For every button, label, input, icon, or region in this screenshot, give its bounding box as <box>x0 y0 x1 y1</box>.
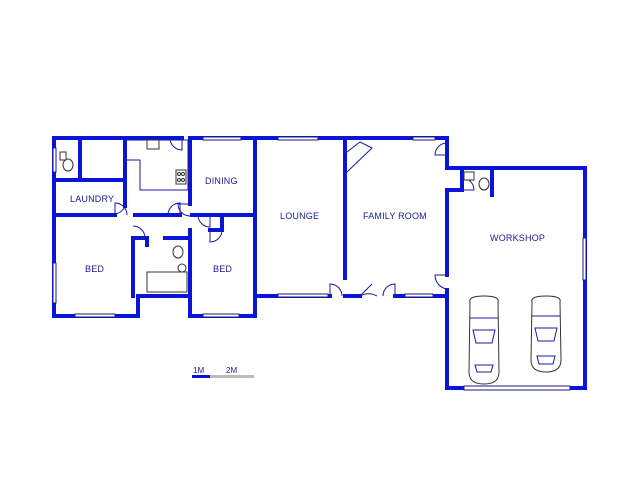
label-dining: DINING <box>205 176 238 186</box>
window-workshop-east <box>582 237 587 281</box>
scale-bar <box>192 375 254 378</box>
walls <box>52 136 587 390</box>
kitchen-counter <box>127 139 189 191</box>
door-laundry <box>114 202 128 216</box>
window-lounge-north <box>277 136 319 141</box>
room-labels: LAUNDRY DINING LOUNGE FAMILY ROOM WORKSH… <box>70 176 545 375</box>
window-bed-center-south <box>202 313 240 318</box>
basin-workshop <box>463 171 475 181</box>
car-left <box>468 295 500 385</box>
door-bed-center <box>209 229 223 243</box>
window-dining-north <box>202 136 242 141</box>
basin-laundry <box>59 151 67 161</box>
scale-segment-2 <box>210 375 254 378</box>
window-laundry-west <box>52 147 57 173</box>
cars <box>468 295 562 385</box>
scale-label-1m: 1M <box>193 366 204 375</box>
windows <box>52 136 587 391</box>
scale-label-2m: 2M <box>226 366 237 375</box>
window-family-north <box>412 136 436 141</box>
fireplace <box>346 141 373 173</box>
sliding-door-lounge <box>277 293 329 298</box>
door-hall <box>167 202 181 216</box>
garage-door <box>463 385 571 391</box>
door-family-b <box>382 283 396 297</box>
toilet-workshop <box>478 177 490 191</box>
scale-segment-1 <box>192 375 210 378</box>
window-bed-left-west <box>52 262 57 304</box>
sliding-door-family <box>404 293 434 298</box>
window-bed-left-south <box>74 313 116 318</box>
door-bed-left <box>132 225 146 239</box>
label-laundry: LAUNDRY <box>70 194 114 204</box>
toilet-bath <box>172 245 184 259</box>
label-family-room: FAMILY ROOM <box>363 211 427 221</box>
label-bed-center: BED <box>213 264 232 274</box>
door-family-top <box>434 142 448 156</box>
door-laundry-kitchen <box>112 205 126 215</box>
bathtub <box>146 271 188 293</box>
door-workshop <box>434 274 448 290</box>
door-dining <box>177 203 191 217</box>
door-hall-b <box>197 214 211 228</box>
basin-bath <box>177 263 187 273</box>
door-lounge-out <box>329 283 343 297</box>
label-bed-left: BED <box>85 264 104 274</box>
fixtures <box>59 139 490 293</box>
toilet-laundry <box>62 158 74 172</box>
doors <box>112 137 475 297</box>
stove <box>175 169 187 185</box>
car-right <box>530 295 562 373</box>
label-lounge: LOUNGE <box>280 211 319 221</box>
kitchen-sink <box>146 139 160 150</box>
door-family-out <box>359 283 378 297</box>
label-workshop: WORKSHOP <box>490 233 545 243</box>
